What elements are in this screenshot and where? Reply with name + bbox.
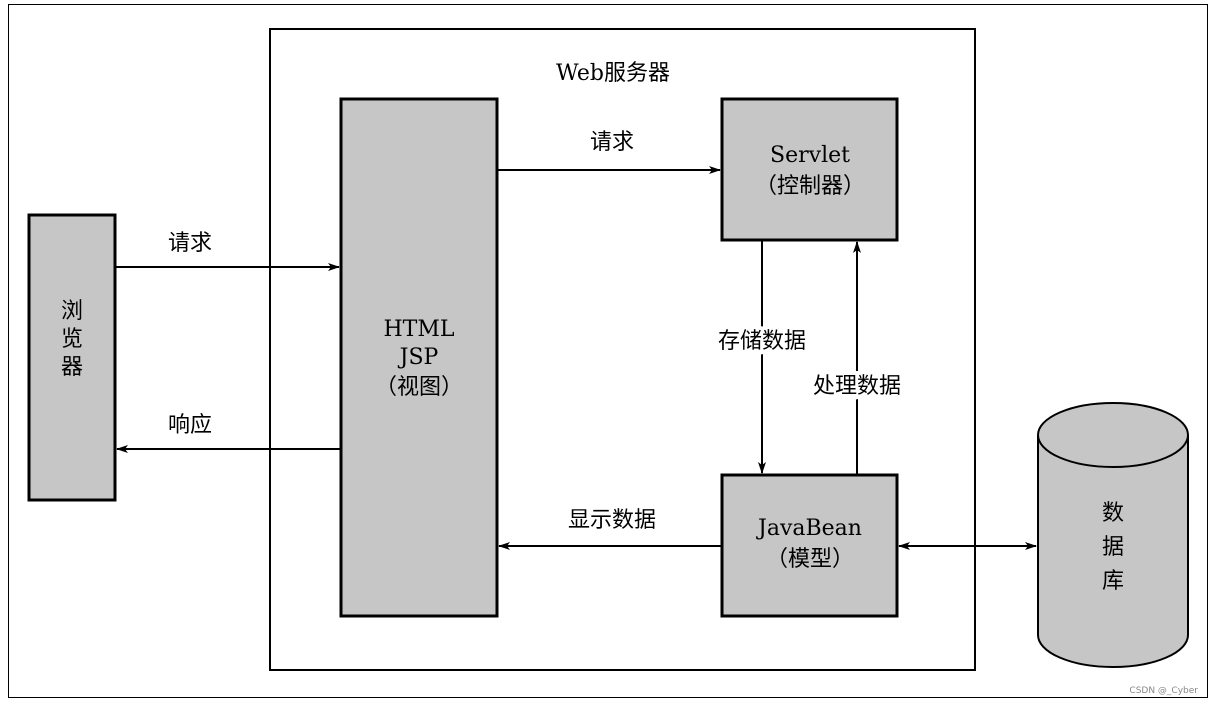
controller-label-line2: （控制器） (755, 174, 865, 199)
outer-frame (8, 4, 1208, 698)
model-label-line2: （模型） (766, 547, 854, 572)
view-node: HTML JSP （视图） (339, 97, 499, 618)
model-node: JavaBean （模型） (720, 473, 899, 618)
controller-node: Servlet （控制器） (720, 97, 899, 242)
edge-label-browser-request: 请求 (168, 231, 212, 256)
edge-label-display-data: 显示数据 (568, 508, 656, 533)
view-label-line3: （视图） (375, 375, 463, 400)
edge-label-process-data: 处理数据 (813, 374, 901, 399)
browser-label: 浏览器 (61, 299, 83, 380)
edge-label-view-request: 请求 (590, 130, 634, 155)
browser-node: 浏览器 (27, 213, 117, 502)
database-label: 数据库 (1102, 501, 1124, 594)
edge-label-response: 响应 (168, 413, 212, 438)
watermark: CSDN @_Cyber (1129, 686, 1198, 696)
edge-label-store-data: 存储数据 (718, 329, 806, 354)
database-node: 数据库 (1037, 402, 1189, 668)
web-server-container (269, 28, 976, 671)
web-server-title: Web服务器 (556, 61, 670, 86)
controller-label-line1: Servlet (770, 143, 850, 168)
view-label-line2: JSP (398, 345, 439, 370)
view-label-line1: HTML (384, 317, 455, 342)
model-label-line1: JavaBean (756, 516, 862, 541)
